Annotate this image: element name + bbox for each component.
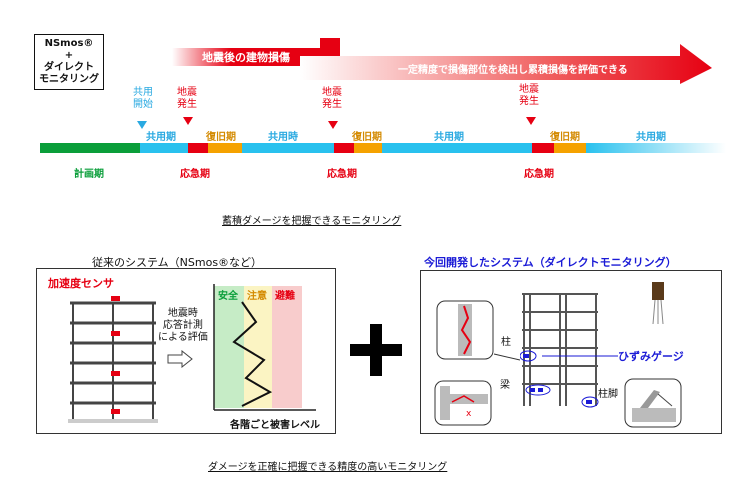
- quake-marker-2: [328, 121, 338, 129]
- column-detail-inset: [436, 300, 494, 360]
- quake-marker-1: [183, 117, 193, 125]
- svg-text:x: x: [466, 409, 472, 419]
- timeline-service-fade: [586, 143, 726, 153]
- start-marker: [137, 121, 147, 129]
- phase-label: 復旧期: [206, 132, 236, 143]
- chart-xlabel: 各階ごと被害レベル: [230, 420, 320, 431]
- quake-label-1: 地震 発生: [177, 87, 197, 110]
- left-title: 従来のシステム（NSmos®など）: [92, 256, 263, 269]
- timeline-emergency: [532, 143, 554, 153]
- damage-arrow: [172, 38, 340, 66]
- sensor-label: 加速度センサ: [48, 277, 114, 290]
- timeline-planning: [40, 143, 140, 153]
- quake-marker-3: [526, 117, 536, 125]
- emergency-label: 応急期: [180, 169, 210, 180]
- zone-caution: 注意: [247, 291, 267, 302]
- zone-evacuate: 避難: [275, 291, 295, 302]
- timeline-recovery: [554, 143, 586, 153]
- zone-safe: 安全: [218, 291, 238, 302]
- base-label: 柱脚: [598, 389, 618, 400]
- right-title: 今回開発したシステム（ダイレクトモニタリング）: [424, 256, 677, 269]
- start-label: 共用 開始: [133, 87, 153, 110]
- system-label-box: NSmos® + ダイレクト モニタリング: [34, 34, 104, 90]
- phase-label: 共用時: [268, 132, 298, 143]
- quake-label-2: 地震 発生: [322, 87, 342, 110]
- strain-gauge-label: ひずみゲージ: [618, 350, 684, 363]
- gauge-leader-line: [542, 355, 618, 357]
- bottom-caption: ダメージを正確に把握できる精度の高いモニタリング: [208, 462, 448, 473]
- column-base-detail-inset: [624, 378, 682, 428]
- damage-text: 地震後の建物損傷: [202, 51, 290, 64]
- timeline-service: [242, 143, 334, 153]
- phase-label: 共用期: [636, 132, 666, 143]
- timeline-recovery: [354, 143, 382, 153]
- phase-label: 復旧期: [550, 132, 580, 143]
- plus-icon: [350, 324, 402, 376]
- accuracy-arrow: [300, 44, 712, 84]
- damage-arrow-banners: [172, 38, 712, 84]
- phase-label: 共用期: [146, 132, 176, 143]
- emergency-label: 応急期: [327, 169, 357, 180]
- strain-gauge-image: [652, 282, 664, 325]
- timeline-emergency: [188, 143, 208, 153]
- column-label: 柱: [501, 337, 511, 348]
- building-conventional: [68, 296, 158, 423]
- timeline-emergency: [334, 143, 354, 153]
- planning-label: 計画期: [74, 169, 104, 180]
- beam-label: 梁: [500, 380, 510, 391]
- phase-label: 復旧期: [352, 132, 382, 143]
- accuracy-text: 一定精度で損傷部位を検出し累積損傷を評価できる: [398, 65, 628, 76]
- building-direct: [520, 293, 599, 408]
- damage-curve: [232, 301, 273, 407]
- timeline-service: [140, 143, 188, 153]
- right-arrow-icon: [167, 350, 193, 368]
- column-leader-line: [493, 353, 521, 361]
- timeline-caption: 蓄積ダメージを把握できるモニタリング: [222, 216, 402, 227]
- phase-label: 共用期: [434, 132, 464, 143]
- beam-detail-inset: x: [434, 380, 492, 426]
- timeline-recovery: [208, 143, 242, 153]
- emergency-label: 応急期: [524, 169, 554, 180]
- measure-text: 地震時 応答計測 による評価: [158, 308, 208, 343]
- timeline-service: [382, 143, 532, 153]
- quake-label-3: 地震 発生: [519, 84, 539, 107]
- damage-level-chart: [213, 284, 316, 411]
